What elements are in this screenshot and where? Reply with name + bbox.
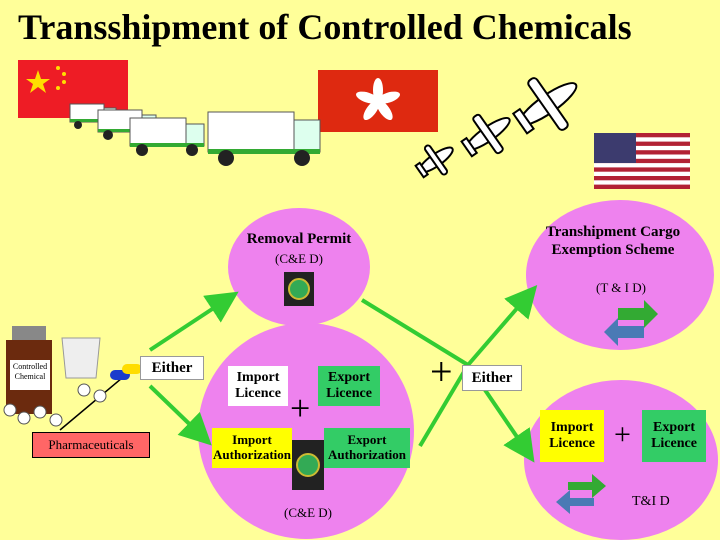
airplane-icon [460,113,511,158]
removal-permit-dept: (C&E D) [274,251,324,266]
customs-emblem-icon [292,440,324,490]
arrow-to-tcs [466,284,538,367]
export-licence-box-tid: Export Licence [642,410,706,462]
removal-permit-circle [228,208,370,326]
customs-emblem-icon [284,272,314,306]
plus-sign-tid: + [614,418,631,451]
arrow-to-removal [148,291,239,352]
tid-dept: T&I D [632,494,670,509]
usa-flag [594,133,690,189]
airplane-icon [511,77,578,135]
either-label-right: Either [462,365,522,391]
exchange-arrows-icon [604,300,658,346]
page-title: Transshipment of Controlled Chemicals [18,7,632,47]
airplane-icon [414,144,454,179]
hong-kong-flag [318,70,438,132]
pharma-pointer-line [59,377,123,431]
plus-sign-middle: + [430,349,453,394]
tcs-circle [526,200,714,350]
truck-icon [207,111,321,166]
either-label-left: Either [140,356,204,380]
exchange-arrows-icon [556,474,606,514]
bottle-label: Controlled Chemical [12,362,48,381]
arrow-to-licence [148,384,212,446]
import-licence-box: Import Licence [228,366,288,406]
truck-icon [129,117,205,156]
import-licence-box-tid: Import Licence [540,410,604,462]
tcs-dept: (T & I D) [596,280,646,295]
import-authorization-box: Import Authorization [212,428,292,468]
arrow-licence-merge [418,363,470,448]
plus-sign: + [290,388,311,428]
export-authorization-box: Export Authorization [324,428,410,468]
chemicals-illustration [3,326,142,427]
trucks-illustration [69,103,321,166]
pharmaceuticals-box: Pharmaceuticals [32,432,150,458]
licence-dept: (C&E D) [283,505,333,520]
tcs-title: Transhipment Cargo Exemption Scheme [545,224,681,258]
arrow-removal-merge [360,298,470,367]
airplanes-illustration [414,77,578,179]
export-licence-box: Export Licence [318,366,380,406]
removal-permit-title: Removal Permit [246,231,352,247]
bottle-cap [12,326,46,340]
